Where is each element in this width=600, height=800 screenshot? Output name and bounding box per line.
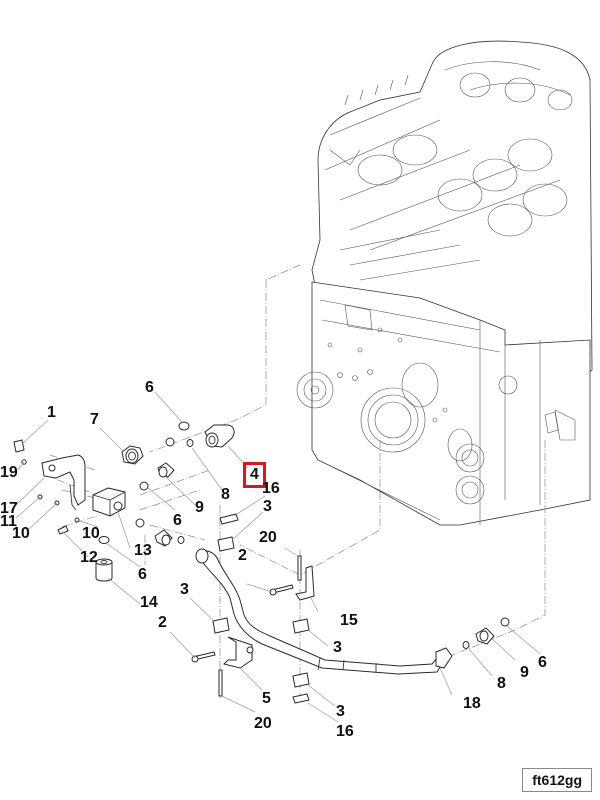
callout-13[interactable]: 13 [134,542,152,559]
callout-11[interactable]: 11 [0,513,17,530]
callout-14[interactable]: 14 [140,594,158,611]
manifold-block [92,487,126,517]
clamp-bracket-5 [223,636,254,669]
figure-id-label: ft612gg [522,768,592,792]
callout-3[interactable]: 3 [333,639,342,656]
callout-18[interactable]: 18 [463,695,481,712]
callout-6[interactable]: 6 [173,512,182,529]
callout-10[interactable]: 10 [12,525,30,542]
callout-7[interactable]: 7 [90,411,99,428]
mounting-bracket [13,439,86,535]
callout-5[interactable]: 5 [262,690,271,707]
callout-2[interactable]: 2 [238,547,247,564]
callout-3[interactable]: 3 [180,581,189,598]
callout-6[interactable]: 6 [145,379,154,396]
clamps-and-bolts [191,513,310,704]
callout-3[interactable]: 3 [336,703,345,720]
callout-1[interactable]: 1 [47,404,56,421]
callout-6[interactable]: 6 [138,566,147,583]
callout-17[interactable]: 17 [0,500,18,517]
callout-19[interactable]: 19 [0,464,18,481]
callout-10[interactable]: 10 [82,525,100,542]
o-rings [98,421,510,649]
plug-14 [95,558,113,582]
oil-tube-18 [195,548,453,675]
callout-12[interactable]: 12 [80,549,98,566]
leader-lines [15,391,541,723]
callout-9[interactable]: 9 [520,664,529,681]
clamp-bracket-15 [295,565,315,601]
callout-16[interactable]: 16 [336,723,354,740]
adapter-13 [154,529,173,547]
callout-2[interactable]: 2 [158,614,167,631]
right-side-fittings [475,627,495,645]
engine-assembly [296,40,593,526]
elbow-fitting-4 [204,424,235,448]
callout-3[interactable]: 3 [263,498,272,515]
callout-6[interactable]: 6 [538,654,547,671]
callout-15[interactable]: 15 [340,612,358,629]
callout-8[interactable]: 8 [497,675,506,692]
adapter-9 [157,462,175,478]
callout-4-highlighted[interactable]: 4 [243,462,266,488]
callout-8[interactable]: 8 [221,486,230,503]
callout-20[interactable]: 20 [259,529,277,546]
callout-9[interactable]: 9 [195,499,204,516]
callout-20[interactable]: 20 [254,715,272,732]
fitting-7 [121,445,144,465]
callout-16[interactable]: 16 [262,480,280,497]
